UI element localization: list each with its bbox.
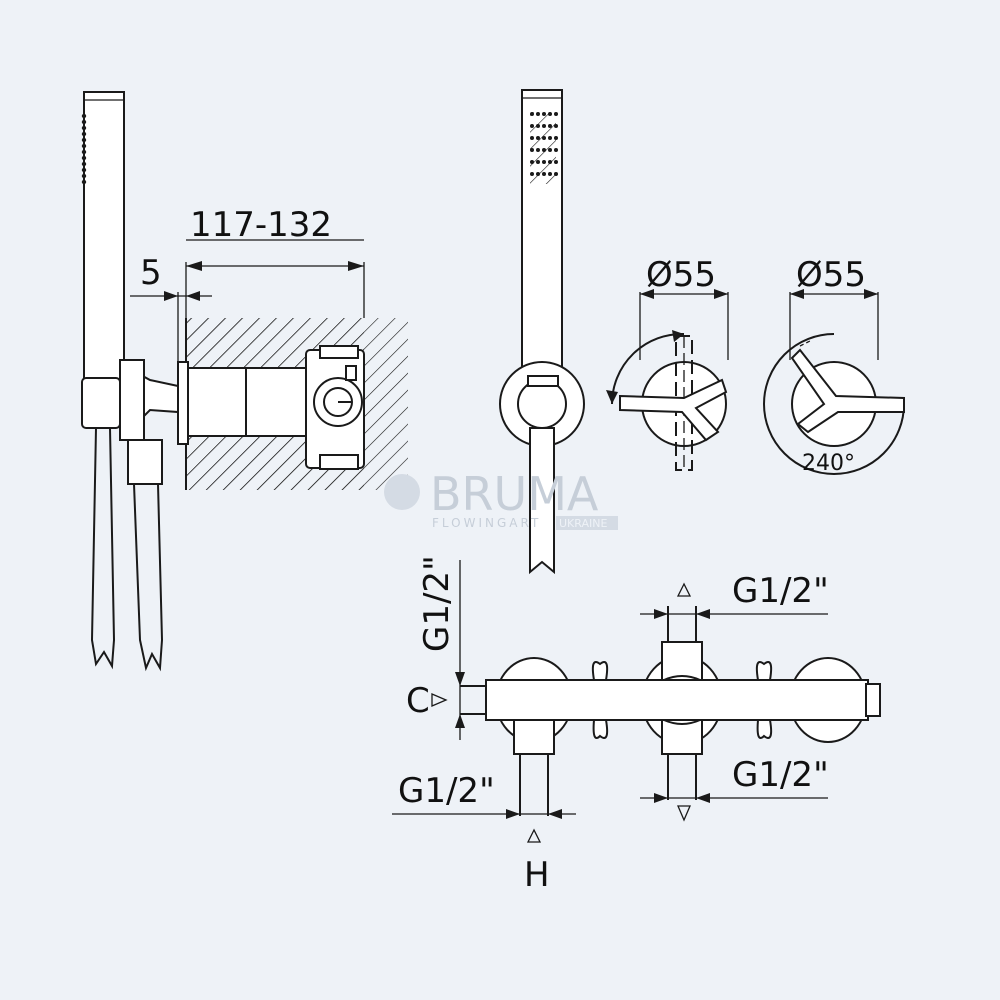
diameter-right: Ø55 — [796, 255, 866, 295]
mixer-bar — [485, 679, 869, 721]
front-view — [499, 89, 585, 575]
connection-bottom-right: G1/2" — [732, 755, 829, 795]
connection-vertical-left: G1/2" — [417, 555, 457, 652]
side-shower-head — [83, 91, 125, 383]
drop-icon — [384, 474, 420, 510]
cold-marker: C — [406, 681, 430, 721]
watermark: BRUMA FLOWINGART UKRAINE — [384, 467, 618, 530]
side-view: 117-132 5 — [81, 91, 408, 672]
handle-view-left: Ø55 — [606, 255, 729, 471]
depth-dimension: 117-132 — [190, 205, 332, 245]
connection-top: G1/2" — [732, 571, 829, 611]
watermark-region: UKRAINE — [559, 517, 607, 530]
diameter-left: Ø55 — [646, 255, 716, 295]
handle-view-right: Ø55 240° — [763, 255, 905, 476]
watermark-tagline: FLOWINGART — [432, 516, 541, 530]
watermark-brand: BRUMA — [430, 467, 599, 521]
offset-dimension: 5 — [140, 253, 162, 293]
plan-view: G1/2" G1/2" G1/2" H G1/2" C — [392, 555, 881, 895]
rotation-angle: 240° — [802, 451, 855, 476]
spray-nozzles — [530, 112, 556, 184]
wall-plate — [177, 361, 189, 445]
connection-bottom-left: G1/2" — [398, 771, 495, 811]
hot-marker: H — [524, 855, 550, 895]
